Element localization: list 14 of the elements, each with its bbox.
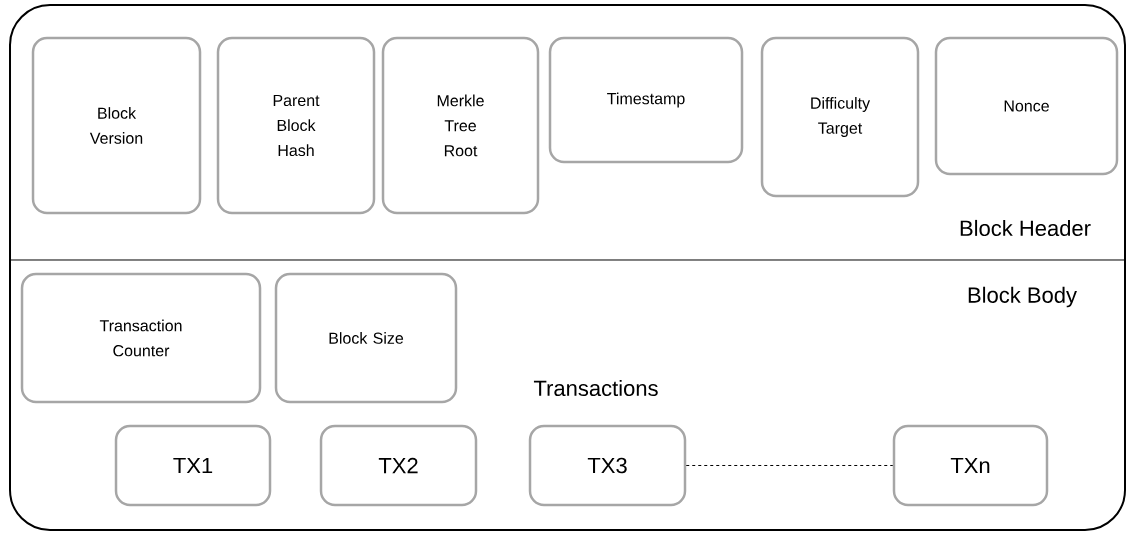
field-box: Timestamp	[548, 36, 744, 164]
connector-line	[685, 465, 894, 466]
field-box: TX3	[528, 424, 687, 507]
field-box: Transaction Counter	[20, 272, 262, 404]
field-box: TX2	[319, 424, 478, 507]
field-box: Nonce	[934, 36, 1119, 176]
field-box: Block Version	[31, 36, 202, 215]
field-box: Parent Block Hash	[216, 36, 376, 215]
section-label: Transactions	[533, 379, 658, 397]
field-box: TX1	[114, 424, 272, 507]
field-box: Merkle Tree Root	[381, 36, 540, 215]
field-box: Difficulty Target	[760, 36, 920, 198]
field-box: Block Size	[274, 272, 458, 404]
field-box: TXn	[892, 424, 1049, 507]
